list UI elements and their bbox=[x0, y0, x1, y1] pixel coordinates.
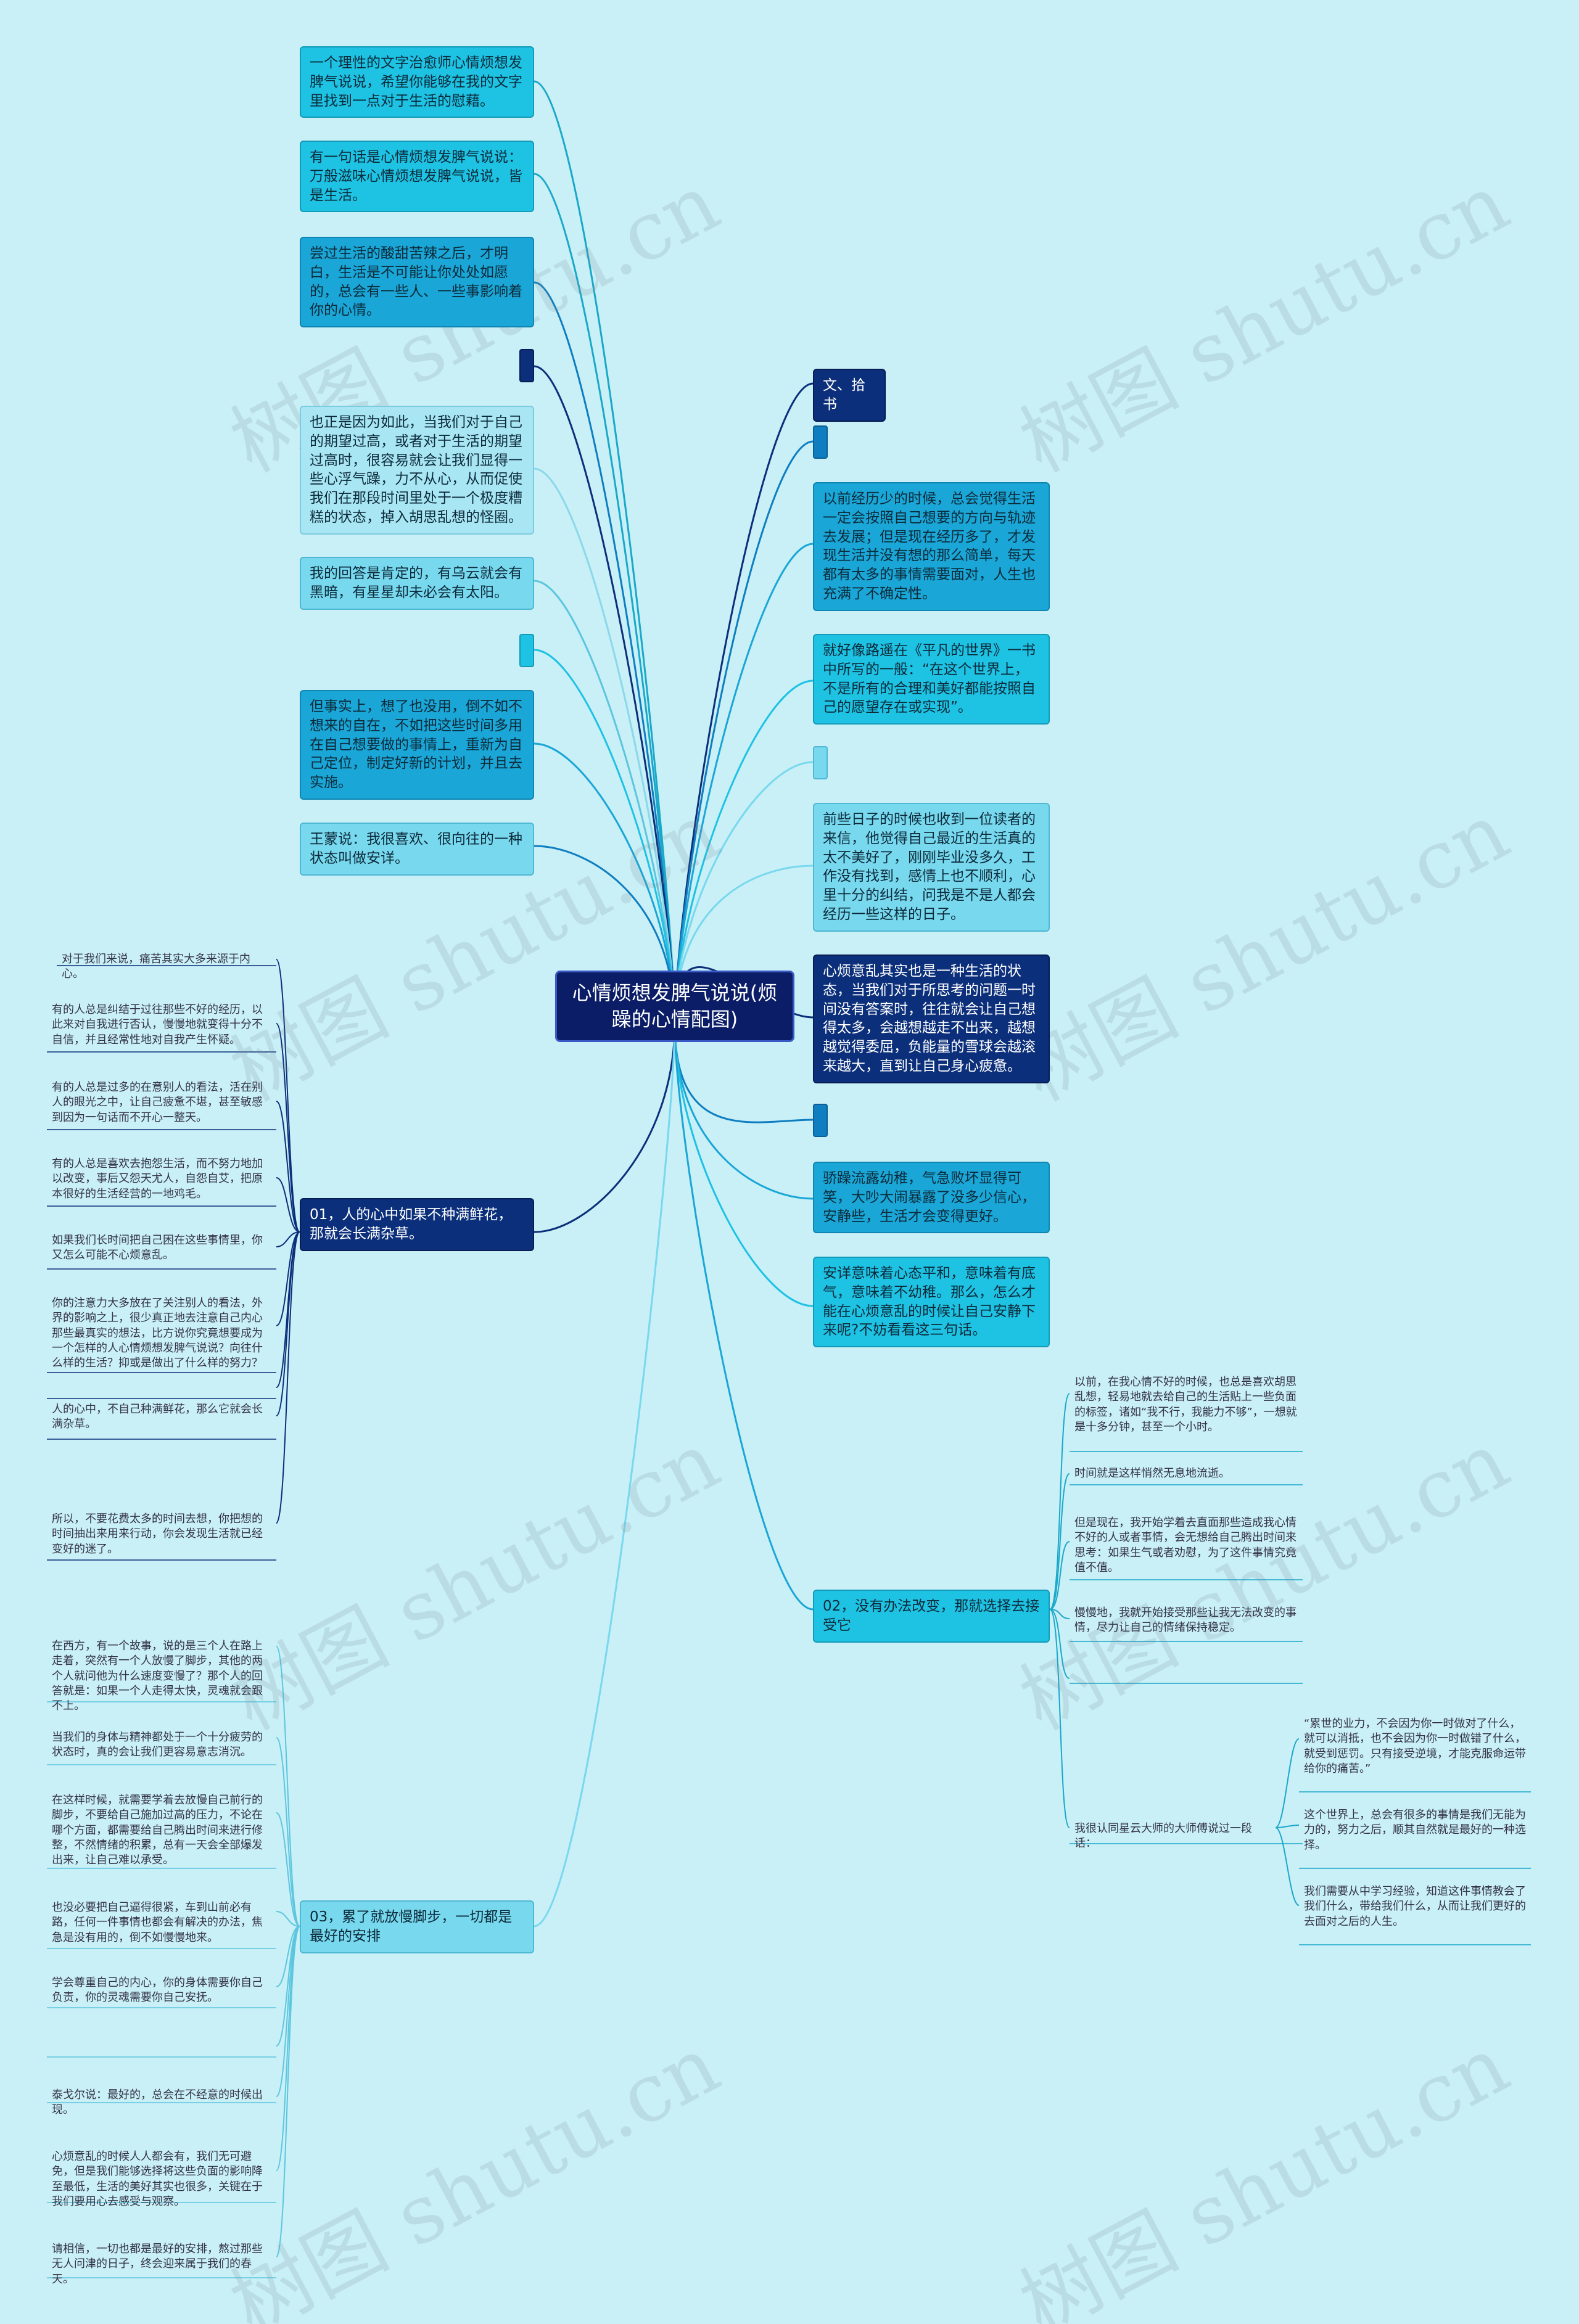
root-topic[interactable]: 心情烦想发脾气说说(烦躁的心情配图) bbox=[555, 971, 794, 1043]
connector-line bbox=[276, 959, 300, 1233]
topic-node-l6[interactable]: 王蒙说：我很喜欢、很向往的一种状态叫做安详。 bbox=[300, 823, 534, 876]
branch-03-node[interactable]: 03，累了就放慢脚步，一切都是最好的安排 bbox=[300, 1900, 534, 1953]
connector-line bbox=[1275, 1738, 1300, 1828]
topic-node-l3[interactable]: 也正是因为如此，当我们对于自己的期望过高，或者对于生活的期望过高时，很容易就会让… bbox=[300, 406, 534, 535]
branch-02-leaf: 以前，在我心情不好的时候，也总是喜欢胡思乱想，轻易地就去给自己的生活贴上一些负面… bbox=[1074, 1376, 1297, 1434]
connector-line bbox=[276, 1911, 300, 1927]
connector-line bbox=[674, 1023, 814, 1200]
empty-topic-marker[interactable] bbox=[519, 634, 534, 667]
branch-01-leaf: 你的注意力大多放在了关注别人的看法，外界的影响之上，很少真正地去注意自己内心那些… bbox=[52, 1297, 263, 1370]
branch-02-subleaf: “累世的业力，不会因为你一时做对了什么，就可以消抵，也不会因为你一时做错了什么，… bbox=[1304, 1717, 1526, 1775]
connector-line bbox=[276, 1926, 300, 1987]
connector-line bbox=[1049, 1609, 1070, 1679]
connector-line bbox=[534, 742, 676, 1024]
connector-line bbox=[276, 1231, 300, 1326]
branch-03-leaf: 在这样时候，就需要学着去放慢自己前行的脚步，不要给自己施加过高的压力，不论在哪个… bbox=[52, 1794, 263, 1867]
connector-line bbox=[534, 281, 676, 1024]
connector-line bbox=[276, 1231, 300, 1247]
connector-line bbox=[534, 1023, 676, 1233]
topic-node-r4[interactable]: 心烦意乱其实也是一种生活的状态，当我们对于所思考的问题一时间没有答案时，往往就会… bbox=[813, 955, 1050, 1083]
connector-line bbox=[1049, 1393, 1070, 1610]
topic-node-l1[interactable]: 有一句话是心情烦想发脾气说说：万般滋味心情烦想发脾气说说，皆是生活。 bbox=[300, 141, 534, 213]
empty-topic-marker[interactable] bbox=[813, 425, 828, 459]
connector-line bbox=[534, 1023, 676, 1928]
branch-02-leaf: 慢慢地，我就开始接受那些让我无法改变的事情，尽力让自己的情绪保持稳定。 bbox=[1074, 1606, 1297, 1635]
connector-line bbox=[276, 1646, 300, 1927]
branch-03-leaf: 学会尊重自己的内心，你的身体需要你自己负责，你的灵魂需要你自己安抚。 bbox=[52, 1976, 263, 2005]
branch-02-subleaf: 这个世界上，总会有很多的事情是我们无能为力的，努力之后，顺其自然就是最好的一种选… bbox=[1304, 1809, 1526, 1852]
branch-01-node[interactable]: 01，人的心中如果不种满鲜花，那就会长满杂草。 bbox=[300, 1198, 534, 1251]
connector-line bbox=[674, 1023, 814, 1611]
connector-line bbox=[1049, 1473, 1070, 1610]
topic-node-r2[interactable]: 就好像路遥在《平凡的世界》一书中所写的一般：“在这个世界上，不是所有的合理和美好… bbox=[813, 634, 1050, 725]
connector-line bbox=[276, 1177, 300, 1233]
connector-line bbox=[1049, 1541, 1070, 1610]
branch-01-leaf: 有的人总是纠结于过往那些不好的经历，以此来对自我进行否认，慢慢地就变得十分不自信… bbox=[52, 1003, 263, 1046]
connector-line bbox=[276, 1926, 300, 2257]
branch-01-leaf: 有的人总是喜欢去抱怨生活，而不努力地加以改变，事后又怨天尤人，自怨自艾，把原本很… bbox=[52, 1157, 263, 1201]
connector-line bbox=[1275, 1825, 1300, 1828]
empty-topic-marker[interactable] bbox=[813, 746, 828, 779]
branch-01-leaf: 所以，不要花费太多的时间去想，你把想的时间抽出来用来行动，你会发现生活就已经变好… bbox=[52, 1513, 263, 1556]
topic-node-r3[interactable]: 前些日子的时候也收到一位读者的来信，他觉得自己最近的生活真的太不美好了，刚刚毕业… bbox=[813, 803, 1050, 932]
branch-01-leaf: 对于我们来说，痛苦其实大多来源于内心。 bbox=[62, 953, 250, 981]
topic-node-r0[interactable]: 文、拾书 bbox=[813, 369, 886, 422]
branch-01-leaf: 如果我们长时间把自己困在这些事情里，你又怎么可能不心烦意乱。 bbox=[52, 1234, 263, 1262]
topic-node-r5[interactable]: 骄躁流露幼稚，气急败坏显得可笑，大吵大闹暴露了没多少信心，安静些，生活才会变得更… bbox=[813, 1162, 1050, 1234]
branch-03-leaf: 也没必要把自己逼得很紧，车到山前必有路，任何一件事情也都会有解决的办法，焦急是没… bbox=[52, 1901, 263, 1944]
branch-02-leaf: 我很认同星云大师的大师傅说过一段话： bbox=[1074, 1822, 1252, 1850]
topic-node-r6[interactable]: 安详意味着心态平和，意味着有底气，意味着不幼稚。那么，怎么才能在心烦意乱的时候让… bbox=[813, 1257, 1050, 1348]
branch-02-leaf: 时间就是这样悄然无息地流逝。 bbox=[1074, 1467, 1230, 1480]
connector-line bbox=[276, 1023, 300, 1233]
connector-line bbox=[276, 1231, 300, 1388]
topic-node-l4[interactable]: 我的回答是肯定的，有乌云就会有黑暗，有星星却未必会有太阳。 bbox=[300, 557, 534, 610]
connector-line bbox=[276, 1231, 300, 1524]
connector-line bbox=[1275, 1827, 1300, 1906]
topic-node-r1[interactable]: 以前经历少的时候，总会觉得生活一定会按照自己想要的方向与轨迹去发展；但是现在经历… bbox=[813, 482, 1050, 611]
branch-02-node[interactable]: 02，没有办法改变，那就选择去接受它 bbox=[813, 1590, 1050, 1643]
connector-line bbox=[674, 543, 814, 1024]
branch-03-leaf: 泰戈尔说：最好的，总会在不经意的时候出现。 bbox=[52, 2088, 263, 2117]
connector-line bbox=[674, 440, 814, 1024]
connector-line bbox=[1049, 1609, 1070, 1619]
connector-line bbox=[276, 1812, 300, 1927]
branch-02-leaf: 但是现在，我开始学着去直面那些造成我心情不好的人或者事情，会无想给自己腾出时间来… bbox=[1074, 1516, 1297, 1574]
connector-line bbox=[276, 1926, 300, 2047]
topic-node-l0[interactable]: 一个理性的文字治愈师心情烦想发脾气说说，希望你能够在我的文字里找到一点对于生活的… bbox=[300, 46, 534, 118]
branch-03-leaf: 心烦意乱的时候人人都会有，我们无可避免，但是我们能够选择将这些负面的影响降至最低… bbox=[52, 2150, 263, 2208]
connector-line bbox=[276, 1926, 300, 2097]
connector-line bbox=[1049, 1609, 1070, 1828]
connector-line bbox=[674, 1023, 814, 1307]
connector-line bbox=[534, 173, 676, 1024]
connector-line bbox=[534, 365, 676, 1024]
branch-03-leaf: 请相信，一切也都是最好的安排，熬过那些无人问津的日子，终会迎来属于我们的春天。 bbox=[52, 2243, 263, 2286]
branch-03-leaf: 当我们的身体与精神都处于一个十分疲劳的状态时，真的会让我们更容易意志消沉。 bbox=[52, 1731, 263, 1759]
branch-01-leaf: 有的人总是过多的在意别人的看法，活在别人的眼光之中，让自己疲惫不堪，甚至敏感到因… bbox=[52, 1081, 263, 1124]
branch-01-leaf: 人的心中，不自己种满鲜花，那么它就会长满杂草。 bbox=[52, 1403, 263, 1431]
topic-node-l5[interactable]: 但事实上，想了也没用，倒不如不想来的自在，不如把这些时间多用在自己想要做的事情上… bbox=[300, 690, 534, 800]
connector-line bbox=[674, 382, 814, 1024]
empty-topic-marker[interactable] bbox=[813, 1104, 828, 1137]
connector-line bbox=[276, 1231, 300, 1416]
branch-03-leaf: 在西方，有一个故事，说的是三个人在路上走着，突然有一个人放慢了脚步，其他的两个人… bbox=[52, 1640, 263, 1713]
empty-topic-marker[interactable] bbox=[519, 349, 534, 382]
connector-line bbox=[276, 1926, 300, 2171]
branch-02-subleaf: 我们需要从中学习经验，知道这件事情教会了我们什么，带给我们什么，从而让我们更好的… bbox=[1304, 1885, 1526, 1928]
connector-line bbox=[276, 1737, 300, 1927]
connector-line bbox=[276, 1101, 300, 1233]
topic-node-l2[interactable]: 尝过生活的酸甜苦辣之后，才明白，生活是不可能让你处处如愿的，总会有一些人、一些事… bbox=[300, 237, 534, 328]
